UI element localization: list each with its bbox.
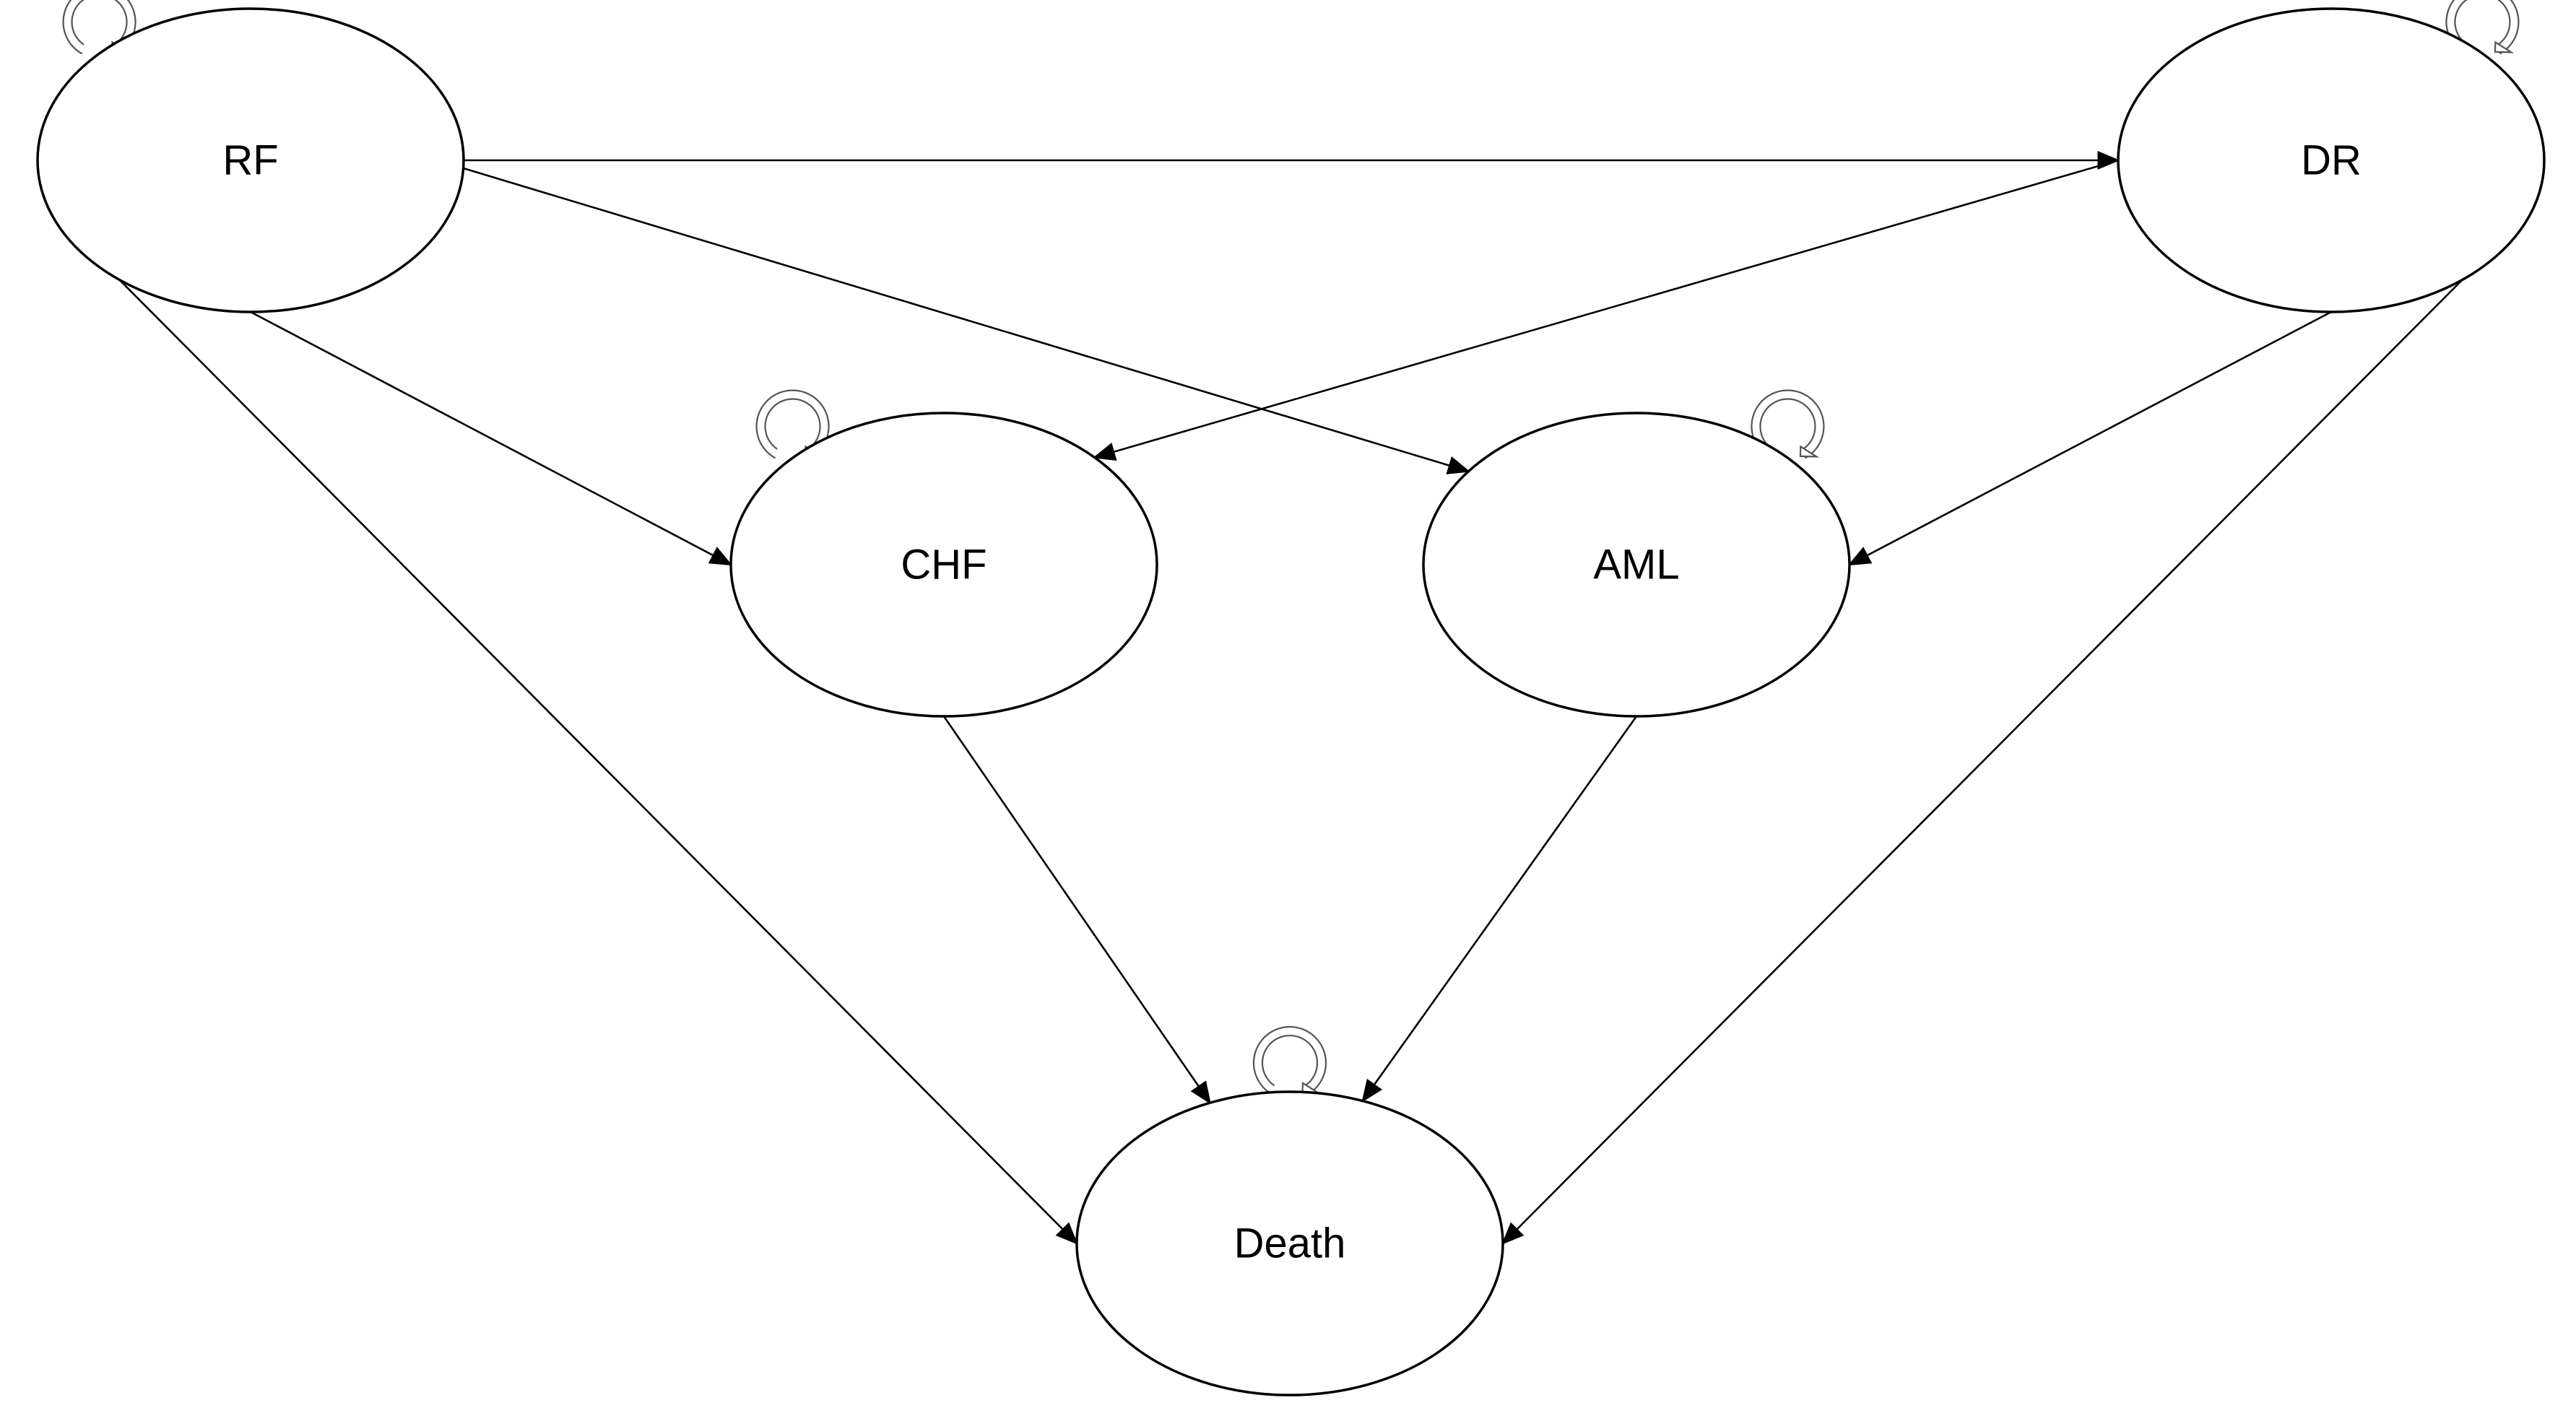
self-loop-inner-arc: [2454, 0, 2511, 45]
node-rf: RF: [36, 7, 465, 313]
self-loop-inner-arc: [1759, 398, 1816, 450]
self-loop-outer-arc: [62, 0, 136, 55]
self-loop-dr-icon: [2445, 0, 2520, 55]
nodes: RF DR CHF AML Death: [36, 7, 2546, 1397]
node-ellipse: [1422, 412, 1851, 718]
node-label: RF: [222, 137, 278, 184]
node-ellipse: [2117, 7, 2546, 313]
node-label: Death: [1234, 1220, 1346, 1267]
node-death: Death: [1075, 1090, 1504, 1397]
node-label: AML: [1593, 542, 1679, 588]
node-ellipse: [1075, 1090, 1504, 1397]
node-chf: CHF: [729, 412, 1158, 718]
self-loop-outer-arc: [1252, 1026, 1327, 1095]
edge-aml-to-death: [1361, 716, 1638, 1103]
self-loop-arrowhead: [2494, 40, 2515, 53]
node-dr: DR: [2117, 7, 2546, 313]
self-loop-inner-arc: [71, 0, 128, 45]
self-loop-inner-arc: [764, 398, 821, 450]
self-loop-inner-arc: [1261, 1034, 1319, 1087]
self-loop-outer-arc: [2445, 0, 2520, 55]
edge-rf-to-chf: [250, 310, 733, 566]
self-loop-outer-arc: [755, 389, 830, 459]
edge-dr-to-aml: [1847, 310, 2332, 566]
edge-dr-to-chf: [1093, 159, 2119, 461]
edge-dr-to-death: [1501, 279, 2463, 1245]
self-loop-death-icon: [1252, 1026, 1327, 1095]
edge-rf-to-aml: [463, 167, 1470, 474]
node-label: DR: [2301, 137, 2362, 184]
node-ellipse: [36, 7, 465, 313]
edge-rf-to-death: [118, 279, 1078, 1245]
self-loop-aml-icon: [1751, 389, 1825, 459]
self-loop-arrowhead: [1799, 445, 1820, 458]
edge-chf-to-death: [942, 716, 1211, 1105]
node-aml: AML: [1422, 412, 1851, 718]
self-loop-outer-arc: [1751, 389, 1825, 459]
node-ellipse: [729, 412, 1158, 718]
edges: [118, 151, 2463, 1245]
node-label: CHF: [901, 542, 986, 588]
